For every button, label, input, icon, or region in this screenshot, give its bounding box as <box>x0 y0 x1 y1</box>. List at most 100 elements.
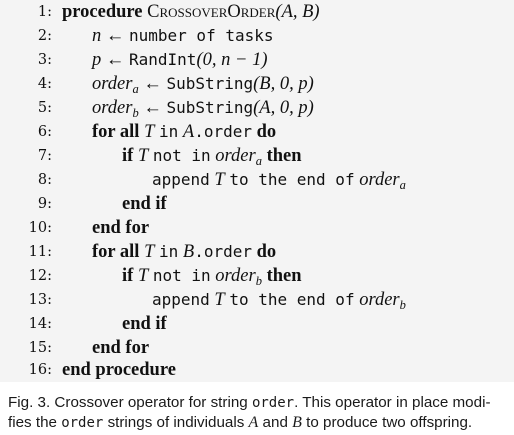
line-number: 2: <box>37 28 52 44</box>
line-number: 9: <box>37 196 52 212</box>
line-number: 4: <box>37 76 52 92</box>
variable: order <box>92 98 133 118</box>
function-name: SubString <box>166 74 254 93</box>
line-number: 1: <box>37 4 52 20</box>
algorithm-line-16: 16: end procedure <box>0 358 514 382</box>
object: order <box>359 170 400 190</box>
object: A <box>182 122 195 142</box>
subscript: a <box>399 178 406 192</box>
object: order <box>215 266 256 286</box>
for-all-keyword: for all <box>92 242 140 262</box>
algorithm-line-1: 1: procedure CrossoverOrder(A, B) <box>0 0 514 24</box>
algorithm-line-4: 4: ordera ← SubString(B, 0, p) <box>0 72 514 96</box>
caption-variable: A <box>248 414 259 431</box>
variable: T <box>137 146 149 166</box>
line-number: 8: <box>37 172 52 188</box>
assign-arrow: ← <box>105 26 125 46</box>
caption-text: . This operator in place modi- <box>294 394 491 411</box>
object: B <box>182 242 195 262</box>
code-text: number of tasks <box>129 26 274 45</box>
then-keyword: then <box>266 146 302 166</box>
do-keyword: do <box>256 122 277 142</box>
subscript: a <box>132 82 139 96</box>
algorithm-line-13: 13: append T to the end of orderb <box>0 288 514 312</box>
function-name: SubString <box>166 98 254 117</box>
not-in-keyword: not in <box>152 266 211 285</box>
field: .order <box>194 242 252 261</box>
algorithm-line-3: 3: p ← RandInt(0, n − 1) <box>0 48 514 72</box>
line-number: 15: <box>28 340 52 356</box>
variable: T <box>214 170 225 190</box>
line-number: 13: <box>28 292 52 308</box>
end-for-keyword: end for <box>92 338 150 358</box>
subscript: b <box>132 106 139 120</box>
end-if-keyword: end if <box>122 194 167 214</box>
procedure-keyword: procedure <box>62 2 143 22</box>
code-text: append <box>152 290 210 309</box>
in-keyword: in <box>159 242 179 261</box>
function-args: (B, 0, p) <box>253 74 314 94</box>
algorithm-line-9: 9: end if <box>0 192 514 216</box>
function-name: RandInt <box>129 50 197 69</box>
variable: T <box>144 242 155 262</box>
line-number: 16: <box>28 362 52 378</box>
algorithm-line-15: 15: end for <box>0 336 514 360</box>
procedure-params: (A, B) <box>275 2 320 22</box>
line-number: 6: <box>37 124 52 140</box>
if-keyword: if <box>122 266 134 286</box>
do-keyword: do <box>256 242 277 262</box>
then-keyword: then <box>266 266 302 286</box>
variable: T <box>137 266 149 286</box>
caption-text: to produce two offspring. <box>301 414 473 431</box>
end-for-keyword: end for <box>92 218 150 238</box>
line-number: 10: <box>28 220 52 236</box>
assign-arrow: ← <box>143 74 162 94</box>
code-text: to the end of <box>229 170 355 189</box>
caption-code: order <box>61 415 104 431</box>
function-args: (0, n − 1) <box>196 50 268 70</box>
line-number: 7: <box>37 148 52 164</box>
algorithm-line-10: 10: end for <box>0 216 514 240</box>
algorithm-line-12: 12: if T not in orderb then <box>0 264 514 288</box>
for-all-keyword: for all <box>92 122 140 142</box>
algorithm-line-2: 2: n ← number of tasks <box>0 24 514 48</box>
line-number: 12: <box>28 268 52 284</box>
variable: p <box>92 50 102 70</box>
variable: T <box>144 122 155 142</box>
caption-variable: B <box>292 414 302 431</box>
line-number: 3: <box>37 52 52 68</box>
assign-arrow: ← <box>105 50 125 70</box>
algorithm-line-6: 6: for all T in A.order do <box>0 120 514 144</box>
line-number: 14: <box>28 316 52 332</box>
code-text: to the end of <box>229 290 355 309</box>
algorithm-line-7: 7: if T not in ordera then <box>0 144 514 168</box>
line-number: 11: <box>28 244 52 260</box>
procedure-name: CrossoverOrder <box>147 2 276 22</box>
subscript: b <box>255 274 262 288</box>
end-procedure-keyword: end procedure <box>62 360 176 380</box>
subscript: b <box>399 298 406 312</box>
line-number: 5: <box>37 100 52 116</box>
algorithm-block: 1: procedure CrossoverOrder(A, B) 2: n ←… <box>0 0 514 382</box>
algorithm-line-5: 5: orderb ← SubString(A, 0, p) <box>0 96 514 120</box>
assign-arrow: ← <box>143 98 162 118</box>
subscript: a <box>255 154 262 168</box>
function-args: (A, 0, p) <box>253 98 314 118</box>
caption-code: order <box>251 395 295 411</box>
field: .order <box>194 122 252 141</box>
variable: T <box>214 290 225 310</box>
algorithm-line-14: 14: end if <box>0 312 514 336</box>
caption-text: fies the <box>8 414 62 431</box>
variable: n <box>92 26 102 46</box>
not-in-keyword: not in <box>152 146 211 165</box>
figure-caption: Fig. 3. Crossover operator for string or… <box>8 393 508 433</box>
algorithm-line-8: 8: append T to the end of ordera <box>0 168 514 192</box>
caption-text: strings of individuals <box>103 414 249 431</box>
in-keyword: in <box>159 122 179 141</box>
object: order <box>359 290 400 310</box>
algorithm-line-11: 11: for all T in B.order do <box>0 240 514 264</box>
if-keyword: if <box>122 146 134 166</box>
caption-text: and <box>258 414 293 431</box>
caption-text: Fig. 3. Crossover operator for string <box>8 394 252 411</box>
code-text: append <box>152 170 210 189</box>
